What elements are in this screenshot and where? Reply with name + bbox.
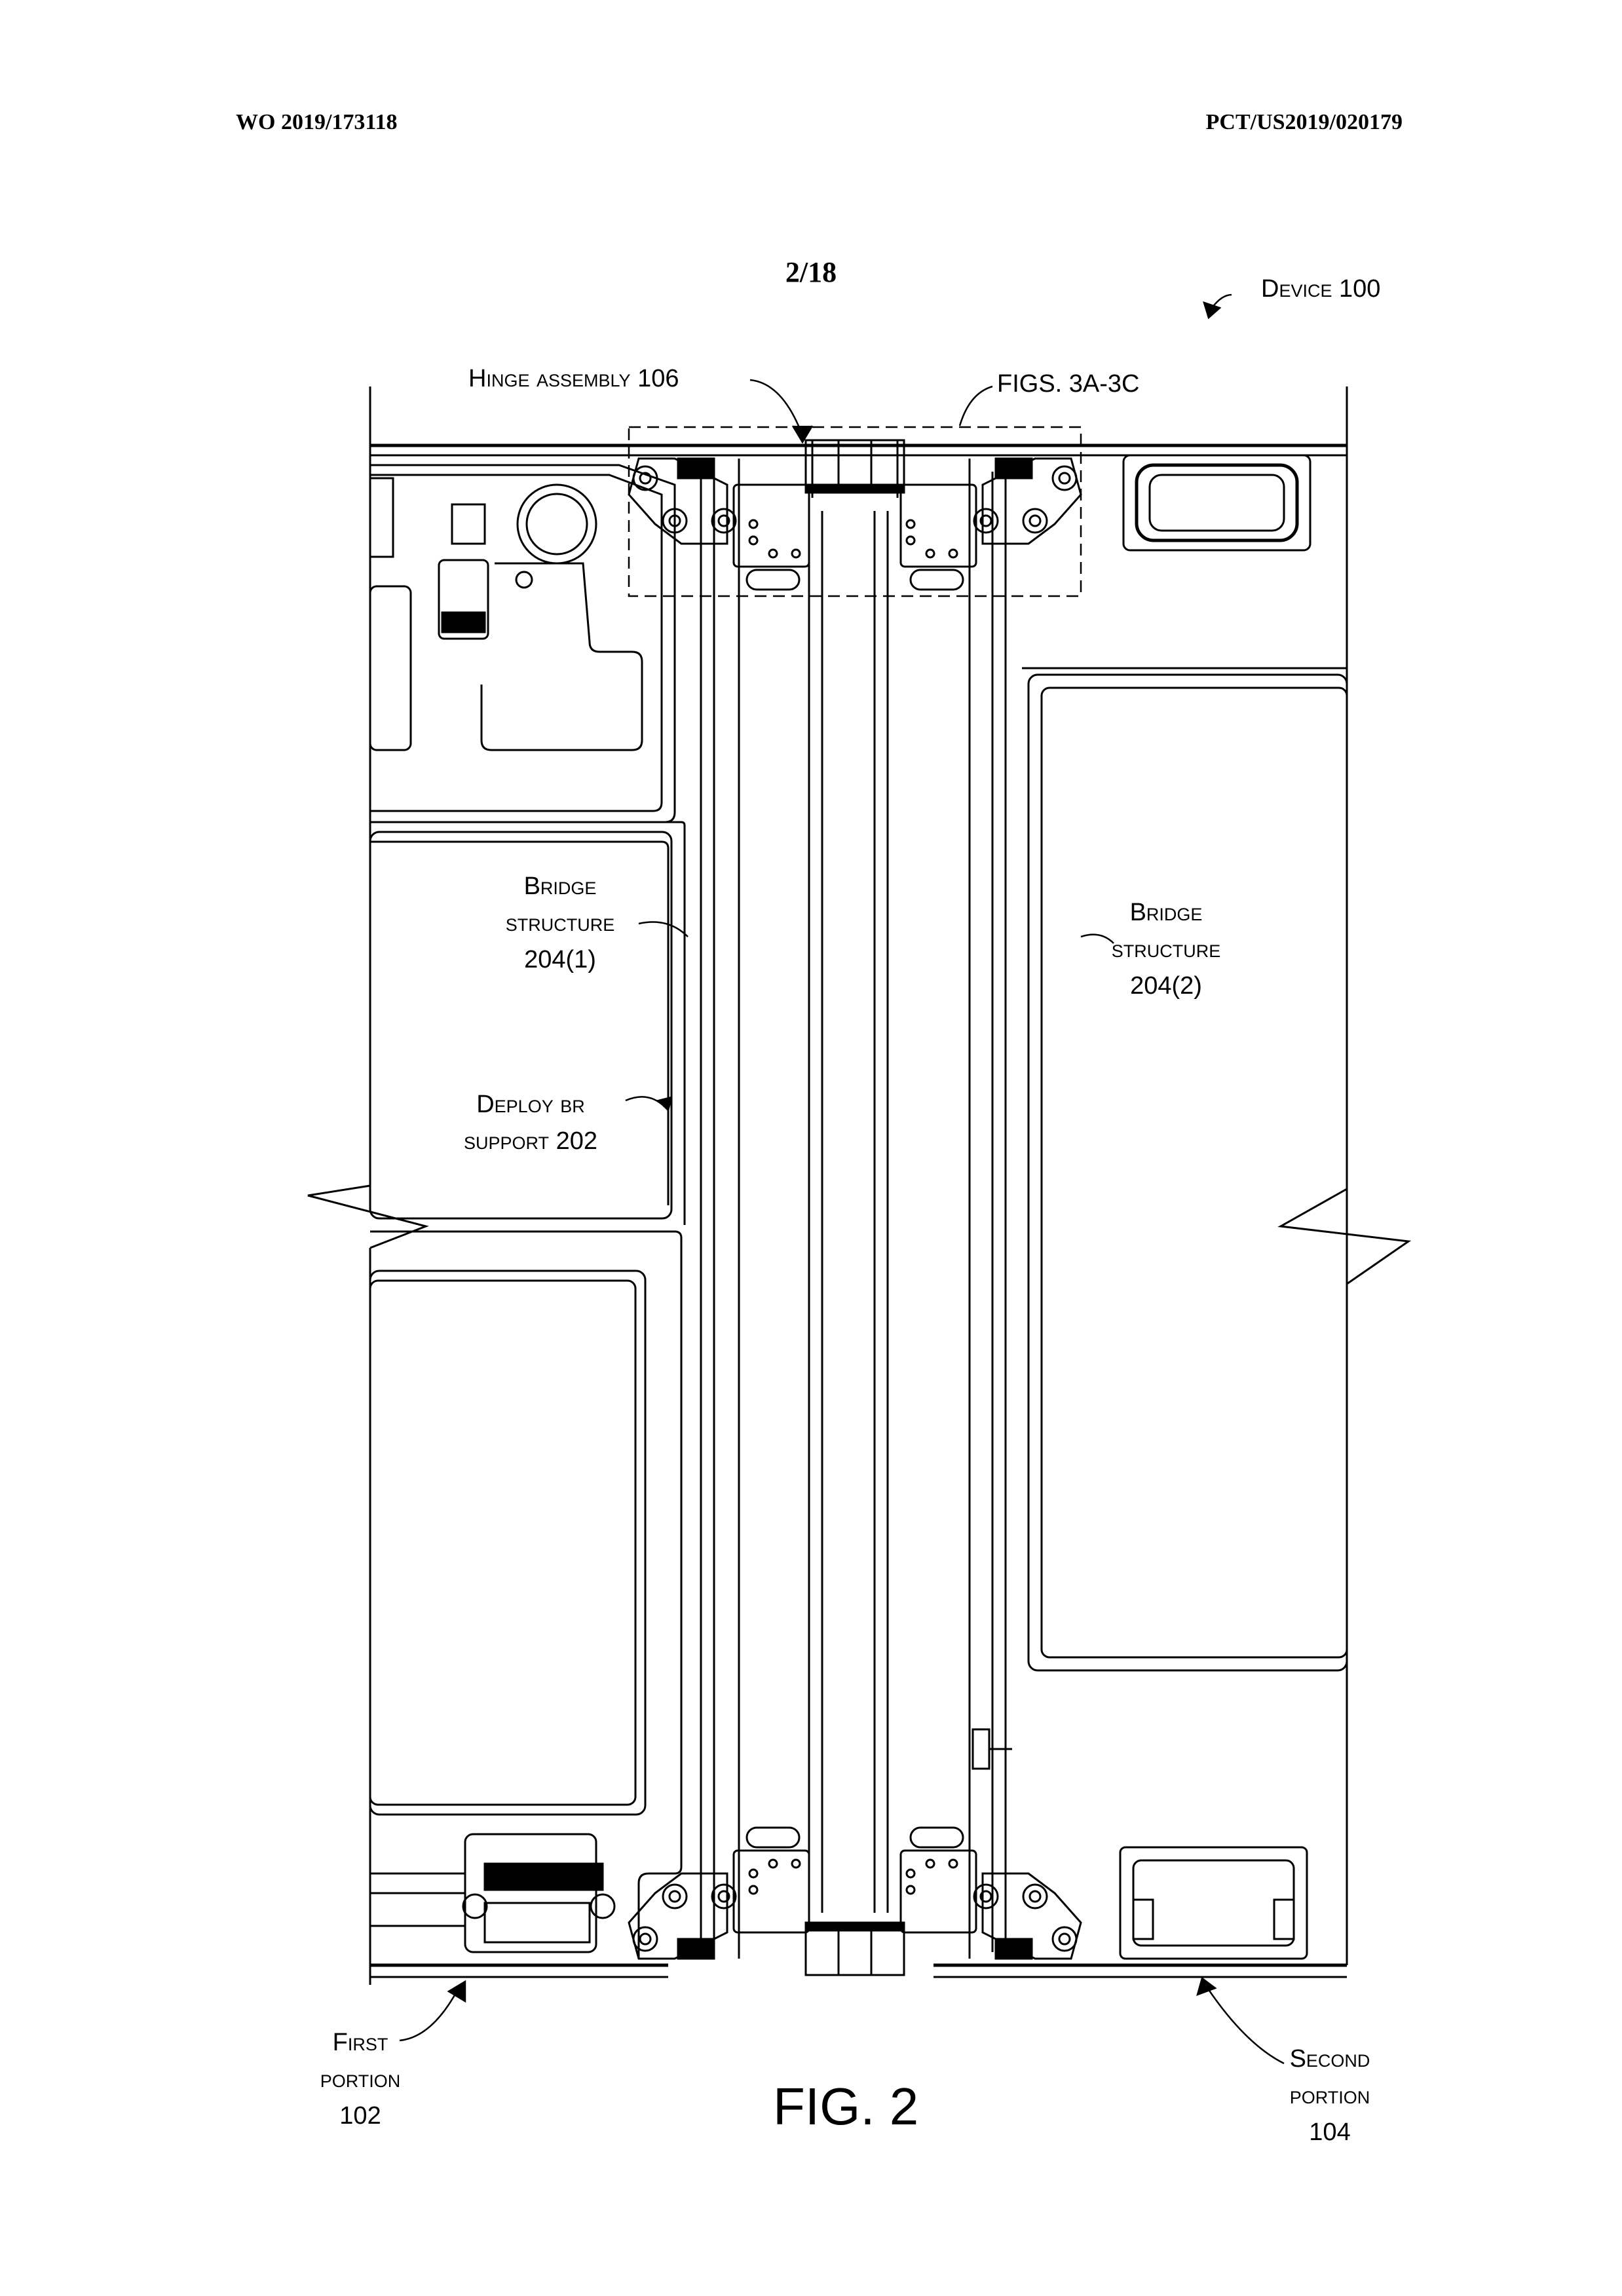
first-portion-components: [369, 464, 686, 1959]
figs-ref-label: FIGS. 3A-3C: [997, 370, 1140, 398]
detail-callout-box: [628, 426, 1082, 597]
device-label: Device 100: [1261, 275, 1381, 303]
hinge-bracket-bottom-right: [899, 1826, 1082, 1960]
hinge-bracket-bottom-left: [628, 1826, 810, 1960]
hinge-bracket-top-right: [899, 457, 1082, 591]
leader-lines: [399, 293, 1285, 2065]
second-portion-label: Second portion 104: [1289, 2045, 1370, 2146]
central-hinge-rails: [700, 439, 1007, 1976]
bridge-structure-2-label: Bridge structure 204(2): [1111, 899, 1221, 1000]
application-number: PCT/US2019/020179: [1205, 110, 1403, 134]
second-portion-components: [971, 454, 1348, 1960]
sheet-number: 2/18: [785, 256, 837, 288]
deploy-support-label: Deploy br support 202: [464, 1091, 597, 1155]
figure-label: FIG. 2: [773, 2077, 919, 2136]
hinge-assembly-label: Hinge assembly 106: [468, 365, 679, 392]
publication-number: WO 2019/173118: [236, 110, 398, 134]
bridge-structure-1-label: Bridge structure 204(1): [505, 873, 615, 973]
first-portion-label: First portion 102: [320, 2029, 401, 2130]
